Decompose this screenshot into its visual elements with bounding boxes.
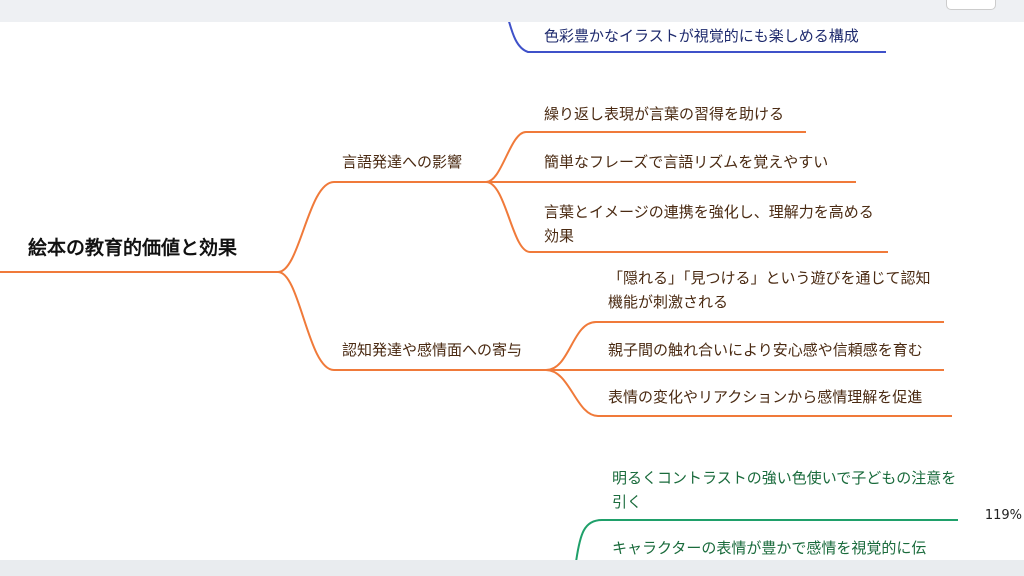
node-emotion-understanding[interactable]: 表情の変化やリアクションから感情理解を促進 (608, 388, 923, 406)
node-hide-and-seek[interactable]: 「隠れる」「見つける」という遊びを通じて認知機能が刺激される (608, 269, 931, 311)
connector-cognitive-child-3 (545, 369, 952, 417)
branch-language-development[interactable]: 言語発達への影響 (342, 153, 463, 171)
connector-language-child-3 (485, 181, 888, 253)
node-repetition[interactable]: 繰り返し表現が言葉の習得を助ける (544, 105, 785, 123)
toolbar-button[interactable] (946, 0, 996, 10)
connector-root-cognitive (277, 271, 546, 371)
mindmap-root-node[interactable]: 絵本の教育的価値と効果 (28, 237, 238, 259)
node-bright-colors[interactable]: 明るくコントラストの強い色使いで子どもの注意を引く (612, 469, 957, 511)
top-toolbar-strip (0, 0, 1024, 22)
mindmap-connectors (0, 22, 958, 560)
node-simple-phrases[interactable]: 簡単なフレーズで言語リズムを覚えやすい (544, 153, 829, 171)
bottom-bar (0, 560, 1024, 576)
connector-root-language (0, 181, 486, 273)
node-colorful-illustration[interactable]: 色彩豊かなイラストが視覚的にも楽しめる構成 (544, 27, 859, 45)
connector-cognitive-child-1 (545, 321, 944, 371)
node-parent-child[interactable]: 親子間の触れ合いにより安心感や信頼感を育む (608, 341, 923, 359)
mindmap-canvas[interactable]: 絵本の教育的価値と効果 色彩豊かなイラストが視覚的にも楽しめる構成 言語発達への… (0, 22, 1024, 560)
connector-language-child-1 (485, 131, 806, 183)
branch-cognitive-emotional[interactable]: 認知発達や感情面への寄与 (342, 341, 523, 359)
node-word-image-link[interactable]: 言葉とイメージの連携を強化し、理解力を高める効果 (544, 203, 874, 245)
connector-green-child-1 (575, 519, 958, 560)
zoom-level-indicator[interactable]: 119% (984, 508, 1022, 523)
connector-blue-child (508, 22, 886, 53)
node-character-expressions[interactable]: キャラクターの表情が豊かで感情を視覚的に伝 (612, 539, 927, 557)
